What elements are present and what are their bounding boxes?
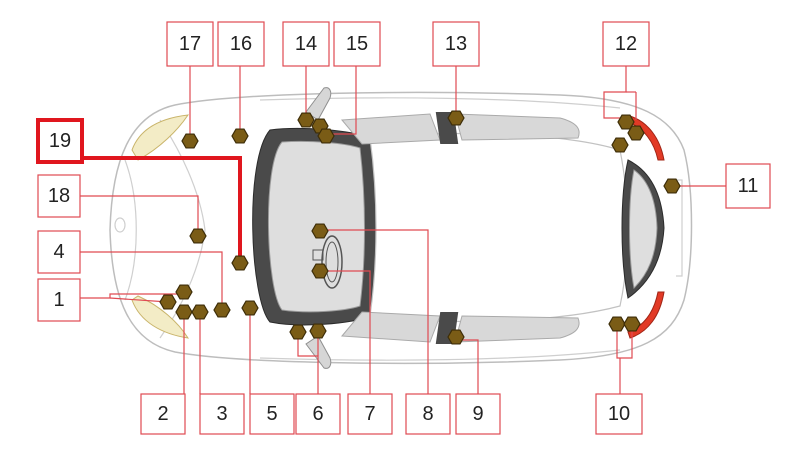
mirror-left (305, 87, 332, 121)
label-15[interactable]: 15 (333, 21, 381, 67)
svg-text:17: 17 (179, 33, 201, 55)
svg-text:15: 15 (346, 33, 368, 55)
svg-text:19: 19 (49, 130, 71, 152)
leader-8 (320, 229, 429, 394)
leader-lines (80, 66, 726, 394)
label-12[interactable]: 12 (602, 21, 650, 67)
svg-text:16: 16 (230, 33, 252, 55)
label-2[interactable]: 2 (140, 393, 186, 435)
svg-text:9: 9 (472, 403, 483, 425)
rear-window (629, 169, 658, 290)
label-16[interactable]: 16 (217, 21, 265, 67)
leader-1 (80, 293, 178, 299)
location-marker (191, 304, 209, 320)
location-marker (617, 114, 635, 130)
label-5[interactable]: 5 (249, 393, 295, 435)
markers (159, 110, 681, 345)
location-marker (175, 304, 193, 320)
location-marker (623, 316, 641, 332)
svg-text:11: 11 (738, 175, 759, 197)
label-boxes: 17 16 14 15 13 12 19 18 (36, 21, 771, 435)
label-11[interactable]: 11 (725, 163, 771, 209)
leader-12 (603, 66, 627, 119)
leader-9 (456, 339, 479, 394)
svg-text:18: 18 (48, 185, 70, 207)
location-marker (611, 137, 629, 153)
location-marker (159, 294, 177, 310)
headlamp-right (131, 295, 190, 339)
location-marker (447, 329, 465, 345)
label-6[interactable]: 6 (295, 393, 341, 435)
location-marker (627, 125, 645, 141)
side-window-left-rear (454, 113, 580, 141)
location-marker (181, 133, 199, 149)
svg-text:6: 6 (312, 403, 323, 425)
svg-text:13: 13 (445, 33, 467, 55)
label-7[interactable]: 7 (347, 393, 393, 435)
location-marker (231, 255, 249, 271)
label-1[interactable]: 1 (37, 278, 81, 322)
leader-19 (82, 156, 242, 262)
side-window-right-rear (454, 315, 580, 343)
label-10[interactable]: 10 (595, 393, 643, 435)
svg-text:2: 2 (157, 403, 168, 425)
location-marker (231, 128, 249, 144)
label-14[interactable]: 14 (282, 21, 330, 67)
label-4[interactable]: 4 (37, 230, 81, 274)
leader-18 (80, 195, 199, 234)
leader-7 (320, 270, 371, 394)
location-marker (663, 178, 681, 194)
label-8[interactable]: 8 (405, 393, 451, 435)
svg-text:3: 3 (216, 403, 227, 425)
label-9[interactable]: 9 (455, 393, 501, 435)
location-marker (311, 223, 329, 239)
headlamp-left (131, 114, 190, 161)
location-marker (311, 263, 329, 279)
leader-4 (80, 251, 223, 305)
car-top-view (109, 87, 693, 369)
location-marker (241, 300, 259, 316)
label-3[interactable]: 3 (199, 393, 245, 435)
svg-text:8: 8 (422, 403, 433, 425)
location-marker (213, 302, 231, 318)
leader-10 (616, 326, 633, 359)
svg-text:7: 7 (364, 403, 375, 425)
label-17[interactable]: 17 (166, 21, 214, 67)
label-19[interactable]: 19 (36, 118, 84, 164)
location-marker (175, 284, 193, 300)
location-marker (297, 112, 315, 128)
location-marker (608, 316, 626, 332)
location-marker (309, 323, 327, 339)
svg-text:10: 10 (608, 403, 630, 425)
svg-text:4: 4 (53, 241, 64, 263)
location-marker (289, 324, 307, 340)
location-marker (189, 228, 207, 244)
svg-text:5: 5 (266, 403, 277, 425)
location-marker (317, 128, 335, 144)
svg-text:1: 1 (53, 289, 64, 311)
svg-text:14: 14 (295, 33, 317, 55)
label-13[interactable]: 13 (432, 21, 480, 67)
location-marker (447, 110, 465, 126)
leader-15 (326, 66, 357, 135)
label-18[interactable]: 18 (37, 174, 81, 218)
svg-text:12: 12 (615, 33, 637, 55)
leader-6 (297, 334, 319, 394)
roof (369, 132, 629, 323)
